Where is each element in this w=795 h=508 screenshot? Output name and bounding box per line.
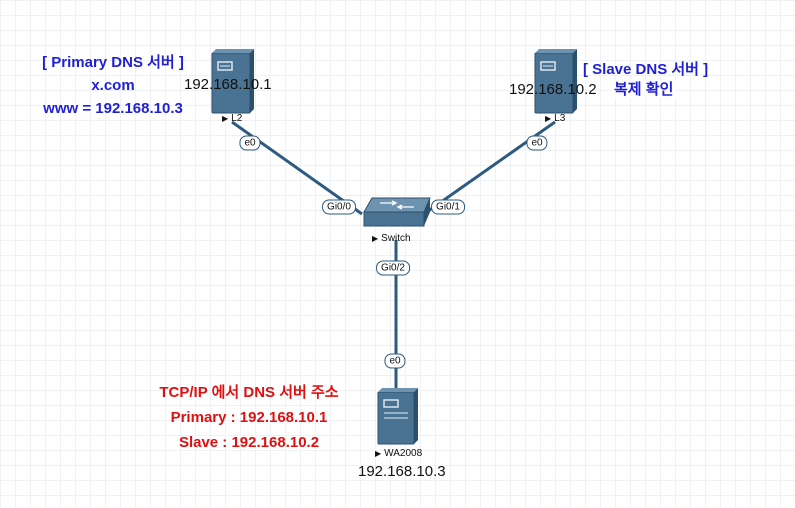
slave-note-title: [ Slave DNS 서버 ]	[583, 61, 709, 78]
l2-ip-label: 192.168.10.1	[184, 76, 272, 93]
wa2008-device-label[interactable]: ▶WA2008	[375, 448, 422, 459]
l3-device-label[interactable]: ▶L3	[545, 113, 565, 124]
wa2008-iface-label: e0	[384, 353, 406, 369]
client-note-slave: Slave : 192.168.10.2	[178, 434, 320, 451]
client-dns-note: TCP/IP 에서 DNS 서버 주소 Primary : 192.168.10…	[150, 380, 348, 455]
wa2008-device-name: WA2008	[384, 448, 423, 459]
l2-iface-label: e0	[239, 135, 261, 151]
wa2008-server-icon[interactable]	[377, 388, 418, 445]
l3-device-name: L3	[554, 113, 566, 124]
play-icon: ▶	[375, 449, 382, 458]
l2-server-icon[interactable]	[211, 49, 254, 114]
l3-ip-label: 192.168.10.2	[509, 81, 597, 98]
switch-port-gi0-1: Gi0/1	[431, 199, 465, 215]
switch-device-name: Switch	[381, 233, 411, 244]
client-note-title: TCP/IP 에서 DNS 서버 주소	[159, 384, 339, 401]
client-note-primary: Primary : 192.168.10.1	[170, 409, 328, 426]
primary-note-record: www = 192.168.10.3	[43, 100, 183, 117]
l3-server-icon[interactable]	[534, 49, 577, 114]
switch-icon[interactable]	[363, 197, 431, 227]
wa2008-ip-label: 192.168.10.3	[358, 463, 446, 480]
slave-note-replication: 복제 확인	[611, 80, 677, 100]
primary-dns-note: [ Primary DNS 서버 ] x.com www = 192.168.1…	[30, 51, 196, 120]
primary-note-title: [ Primary DNS 서버 ]	[42, 54, 184, 71]
play-icon: ▶	[222, 114, 229, 123]
play-icon: ▶	[545, 114, 552, 123]
play-icon: ▶	[372, 234, 379, 243]
l3-iface-label: e0	[526, 135, 548, 151]
switch-port-gi0-0: Gi0/0	[322, 199, 356, 215]
l2-device-name: L2	[231, 113, 243, 124]
l2-device-label[interactable]: ▶L2	[222, 113, 242, 124]
slave-dns-note: [ Slave DNS 서버 ]	[583, 58, 708, 81]
primary-note-domain: x.com	[91, 77, 135, 94]
switch-port-gi0-2: Gi0/2	[376, 260, 410, 276]
switch-device-label[interactable]: ▶Switch	[372, 233, 411, 244]
